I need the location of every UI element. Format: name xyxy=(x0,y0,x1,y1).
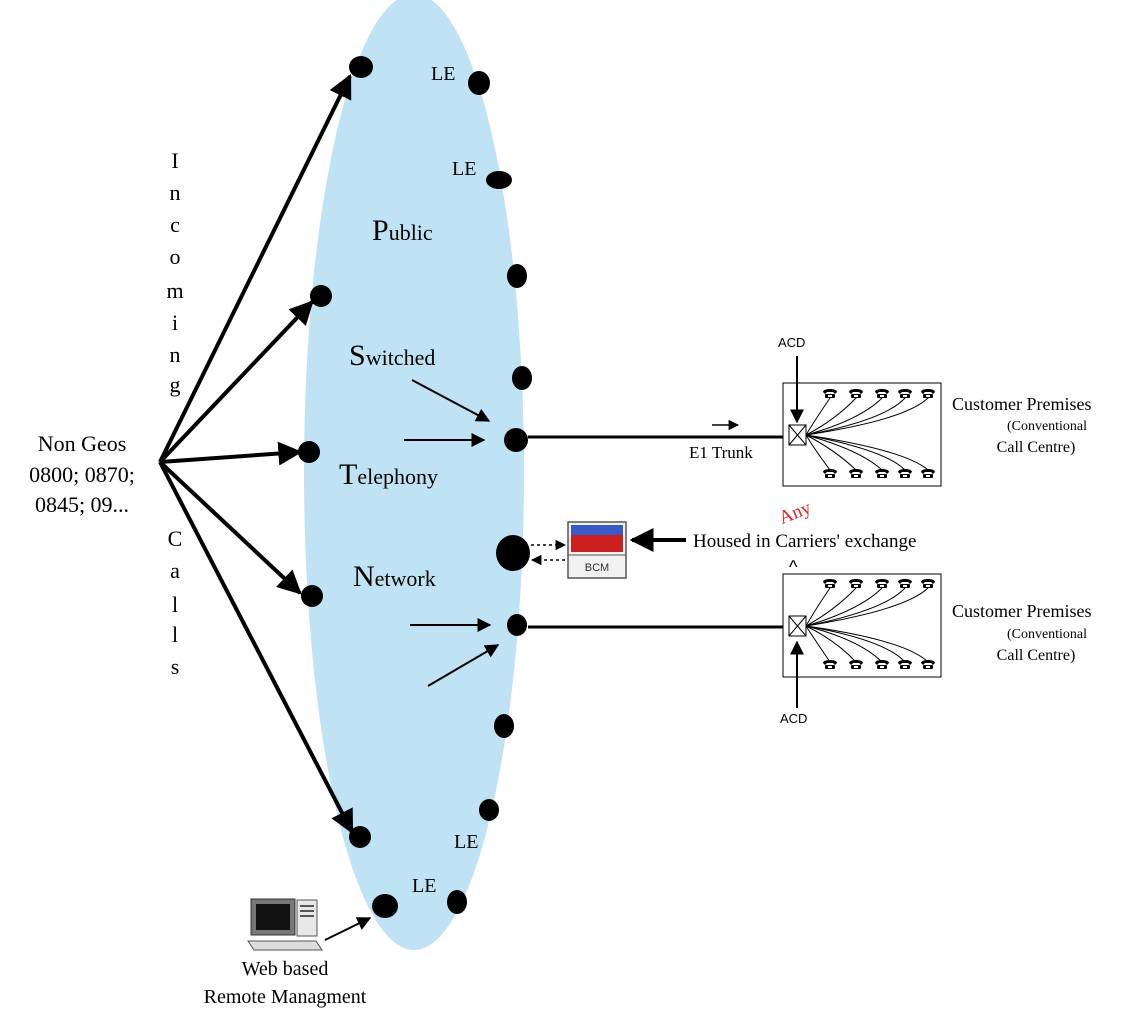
non-geos-label: Non Geos 0800; 0870; 0845; 09... xyxy=(29,431,135,517)
le-label: LE xyxy=(431,63,455,85)
pstn-cloud xyxy=(304,0,524,950)
incoming-letter: n xyxy=(170,342,181,367)
non-geos-line: 0845; 09... xyxy=(35,492,129,517)
node xyxy=(468,71,490,95)
node xyxy=(486,171,512,189)
inner-arrows xyxy=(404,379,500,687)
calls-letter: s xyxy=(171,654,180,679)
calls-letter: C xyxy=(168,526,183,551)
incoming-letter: m xyxy=(166,278,183,303)
fan-lines xyxy=(805,587,929,663)
calls-vertical-label: C a l l s xyxy=(168,526,183,679)
remote-label-line2: Remote Managment xyxy=(204,986,367,1008)
premises-sub2: Call Centre) xyxy=(997,439,1076,456)
remote-label-line1: Web based xyxy=(242,958,329,980)
word-telephony-cap: T xyxy=(339,458,357,491)
node xyxy=(504,428,528,452)
incoming-letter: c xyxy=(170,212,180,237)
housed-label: Housed in Carriers' exchange xyxy=(693,531,916,552)
call-arrow xyxy=(158,461,354,835)
premises-title: Customer Premises xyxy=(952,394,1092,414)
word-public-rest: ublic xyxy=(389,220,433,245)
incoming-call-arrows xyxy=(158,73,354,835)
incoming-letter: i xyxy=(172,310,178,335)
word-switched: Switched xyxy=(349,339,435,372)
node xyxy=(507,264,527,288)
acd-label-top: ACD xyxy=(778,335,805,350)
computer-icon xyxy=(247,898,323,951)
caret-label: ^ xyxy=(789,557,798,577)
word-network: Network xyxy=(353,560,436,593)
premises-title: Customer Premises xyxy=(952,601,1092,621)
e1-trunk-label: E1 Trunk xyxy=(689,443,753,462)
call-arrow xyxy=(158,300,314,464)
acd-switch-icon xyxy=(788,615,807,637)
node xyxy=(496,535,530,571)
node xyxy=(479,799,499,821)
word-telephony-rest: elephony xyxy=(357,464,438,489)
node xyxy=(298,441,320,463)
incoming-letter: o xyxy=(170,244,181,269)
node xyxy=(494,714,514,738)
word-public-cap: P xyxy=(372,214,389,247)
network-nodes xyxy=(298,56,532,918)
node xyxy=(301,585,323,607)
fan-lines xyxy=(805,397,929,471)
calls-letter: l xyxy=(172,622,178,647)
le-labels: LE LE LE LE xyxy=(412,63,478,897)
customer-premises-bottom: ACD Customer Premises (Conventional Call… xyxy=(780,573,1092,726)
word-telephony: Telephony xyxy=(339,458,438,491)
remote-arrow xyxy=(324,917,372,941)
any-label: Any xyxy=(776,497,815,529)
incoming-vertical-label: I n c o m i n g xyxy=(166,148,183,397)
word-network-rest: etwork xyxy=(375,566,436,591)
bcm-server-icon: BCM xyxy=(567,521,627,579)
node xyxy=(447,890,467,914)
calls-letter: a xyxy=(170,558,180,583)
premises-sub1: (Conventional xyxy=(1007,627,1087,642)
customer-premises-top: ACD Customer Premises (Conventional Call… xyxy=(778,335,1092,487)
inner-arrow xyxy=(427,644,500,687)
node xyxy=(349,56,373,78)
node xyxy=(507,614,527,636)
call-arrow xyxy=(158,73,352,463)
bcm-label: BCM xyxy=(585,562,609,574)
acd-switch-icon xyxy=(788,424,807,446)
incoming-letter: g xyxy=(170,372,181,397)
word-public: Public xyxy=(372,214,433,247)
le-label: LE xyxy=(454,831,478,853)
word-network-cap: N xyxy=(353,560,375,593)
le-label: LE xyxy=(452,158,476,180)
calls-letter: l xyxy=(172,592,178,617)
incoming-letter: n xyxy=(170,180,181,205)
node xyxy=(349,826,371,848)
word-switched-rest: witched xyxy=(366,345,436,370)
premises-sub2: Call Centre) xyxy=(997,647,1076,664)
node xyxy=(512,366,532,390)
word-switched-cap: S xyxy=(349,339,366,372)
non-geos-line: Non Geos xyxy=(38,431,127,456)
node xyxy=(372,894,398,918)
network-words: Public Switched Telephony Network xyxy=(339,214,438,593)
premises-sub1: (Conventional xyxy=(1007,419,1087,434)
call-arrow xyxy=(158,460,302,595)
inner-arrow xyxy=(411,379,491,422)
node xyxy=(310,285,332,307)
le-label: LE xyxy=(412,875,436,897)
call-arrow xyxy=(159,441,303,466)
incoming-letter: I xyxy=(171,148,178,173)
acd-label-bottom: ACD xyxy=(780,711,807,726)
non-geos-line: 0800; 0870; xyxy=(29,462,135,487)
